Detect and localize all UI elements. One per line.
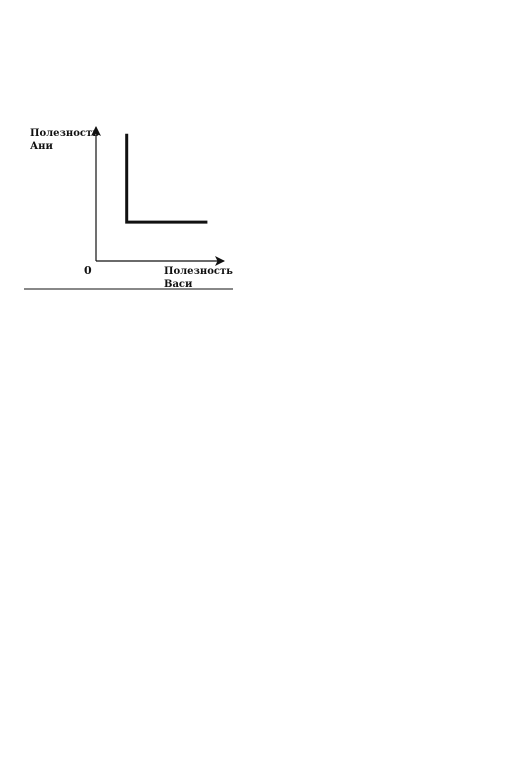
origin-label: 0 (84, 264, 92, 277)
x-axis-label: Полезность Васи (164, 266, 236, 290)
y-axis-label: Полезность Ани (30, 128, 102, 152)
x-axis-label-line-2: Васи (164, 279, 193, 290)
y-axis-label-line-1: Полезность (30, 128, 99, 139)
series-layer (125, 133, 208, 224)
x-axis-label-line-1: Полезность (164, 266, 233, 277)
y-axis-label-line-2: Ани (30, 141, 53, 152)
series-line-1 (125, 133, 208, 224)
